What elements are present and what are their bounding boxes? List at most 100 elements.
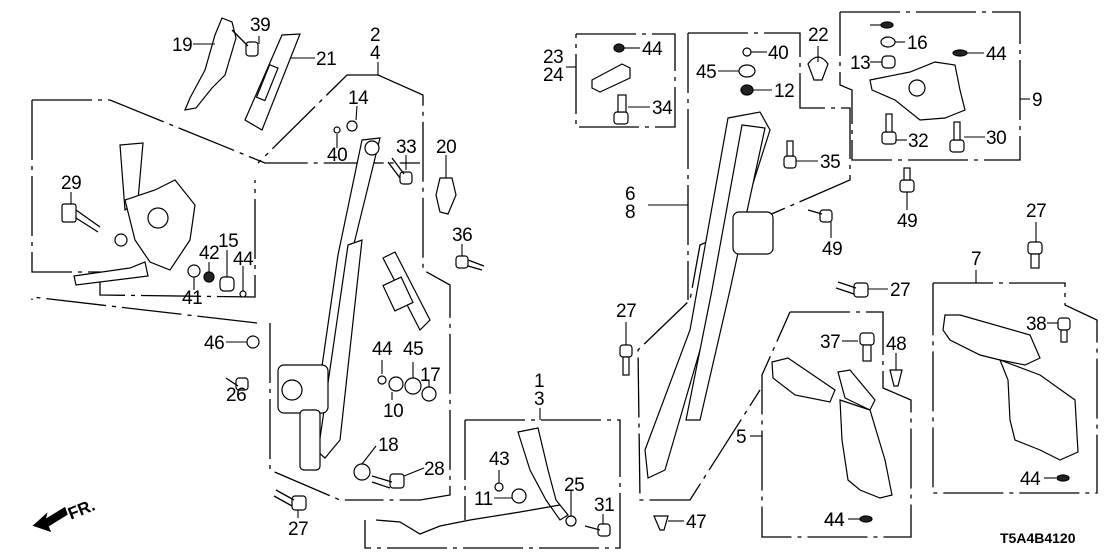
- part-25-washer: [565, 515, 577, 527]
- callout-40: 40: [768, 43, 789, 64]
- group-outline-6-8: [637, 32, 851, 501]
- part-45-washer: [404, 377, 422, 395]
- callout-40: 40: [327, 145, 348, 166]
- part-retractor-left-spool: [147, 207, 169, 229]
- part-36-bolt: [455, 255, 485, 271]
- part-rear-belt-2: [685, 124, 766, 421]
- callout-9: 9: [1032, 90, 1043, 111]
- part-35-bolt: [783, 140, 797, 169]
- callout-2: 2: [370, 25, 381, 46]
- part-44-clip-5: [952, 49, 968, 57]
- callout-31: 31: [594, 495, 615, 516]
- callout-11: 11: [474, 489, 493, 510]
- callout-28: 28: [424, 459, 445, 480]
- callout-44: 44: [642, 39, 663, 60]
- callout-44: 44: [824, 510, 845, 531]
- part-27-bolt-2: [835, 281, 869, 298]
- part-buckle-center: [517, 427, 569, 521]
- part-40-clip: [333, 126, 341, 134]
- part-tongue-front-plate: [382, 276, 414, 312]
- callout-29: 29: [61, 173, 82, 194]
- group-outline-front-belt: [31, 296, 258, 324]
- part-15-collar: [219, 276, 235, 292]
- part-30-bolt: [949, 121, 965, 153]
- callout-37: 37: [820, 332, 841, 353]
- part-front-belt-lower: [317, 239, 363, 459]
- callout-20: 20: [436, 137, 457, 158]
- part-front-retractor-spool: [281, 379, 303, 401]
- diagram-code: T5A4B4120: [1000, 530, 1076, 546]
- callout-16: 16: [907, 33, 928, 54]
- group-outline-9: [839, 11, 1021, 161]
- part-31-bolt: [584, 523, 611, 537]
- group-outline-1-3: [364, 419, 621, 549]
- part-45-washer-2: [738, 64, 756, 78]
- part-46-clip: [246, 335, 260, 349]
- part-18-washer: [353, 463, 371, 481]
- part-49-bolt: [807, 209, 833, 223]
- callout-27: 27: [616, 301, 637, 322]
- part-16-collar: [880, 36, 896, 48]
- callout-8: 8: [625, 202, 636, 223]
- part-12-nut: [740, 84, 754, 96]
- part-44-clip-4: [880, 21, 894, 29]
- part-anchor-upper: [364, 140, 380, 156]
- part-retractor-left-arm: [73, 261, 149, 286]
- callout-19: 19: [172, 35, 193, 56]
- callout-22: 22: [808, 25, 829, 46]
- callout-27: 27: [288, 519, 309, 540]
- part-44-clip-7: [859, 515, 873, 523]
- callout-5: 5: [736, 427, 747, 448]
- callout-42: 42: [199, 243, 220, 264]
- part-27-bolt-3: [619, 344, 633, 376]
- part-17-collar: [421, 386, 437, 402]
- callout-26: 26: [226, 385, 247, 406]
- callout-39: 39: [250, 15, 271, 36]
- part-34-bolt: [613, 94, 629, 125]
- callout-7: 7: [971, 249, 982, 270]
- callout-46: 46: [204, 333, 225, 354]
- leader-lines: [70, 24, 1058, 524]
- callout-23: 23: [543, 47, 564, 68]
- callout-27: 27: [890, 280, 911, 301]
- callout-34: 34: [652, 98, 673, 119]
- part-39-bolt: [231, 29, 259, 57]
- front-direction-indicator: FR.: [32, 496, 112, 538]
- part-7-strap: [998, 358, 1079, 461]
- part-33-bolt: [387, 157, 413, 185]
- part-14-washer: [346, 120, 358, 132]
- part-rear-retractor: [732, 211, 774, 255]
- callout-32: 32: [908, 131, 929, 152]
- part-front-anchor-plate: [299, 409, 321, 471]
- part-38-bolt: [1057, 317, 1071, 343]
- group-outline-2-4: [257, 74, 378, 164]
- callout-45: 45: [696, 62, 717, 83]
- part-11-washer: [511, 488, 527, 504]
- callout-27: 27: [1026, 201, 1047, 222]
- part-48-clip: [889, 369, 903, 387]
- part-washer: [114, 233, 128, 247]
- callout-17: 17: [420, 365, 441, 386]
- group-outline-7: [932, 282, 1098, 494]
- callout-35: 35: [820, 152, 841, 173]
- part-27-bolt-4: [1027, 241, 1043, 269]
- part-5-strap: [839, 399, 893, 499]
- callout-15: 15: [218, 231, 239, 252]
- callout-49: 49: [897, 211, 918, 232]
- callout-25: 25: [564, 475, 585, 496]
- part-43-clip: [494, 482, 504, 492]
- callout-21: 21: [316, 49, 337, 70]
- part-5-buckle-b: [837, 369, 876, 411]
- callout-6: 6: [625, 184, 636, 205]
- callout-43: 43: [489, 449, 510, 470]
- callout-44: 44: [824, 510, 845, 531]
- part-44-clip-6: [1056, 474, 1070, 482]
- group-outline-2-4-bottom: [269, 323, 380, 501]
- part-5-buckle-a: [771, 357, 836, 403]
- callout-48: 48: [886, 334, 907, 355]
- callout-49: 49: [822, 239, 843, 260]
- callout-41: 41: [182, 288, 203, 309]
- part-27-bolt: [273, 489, 307, 511]
- part-21-slot: [255, 63, 279, 102]
